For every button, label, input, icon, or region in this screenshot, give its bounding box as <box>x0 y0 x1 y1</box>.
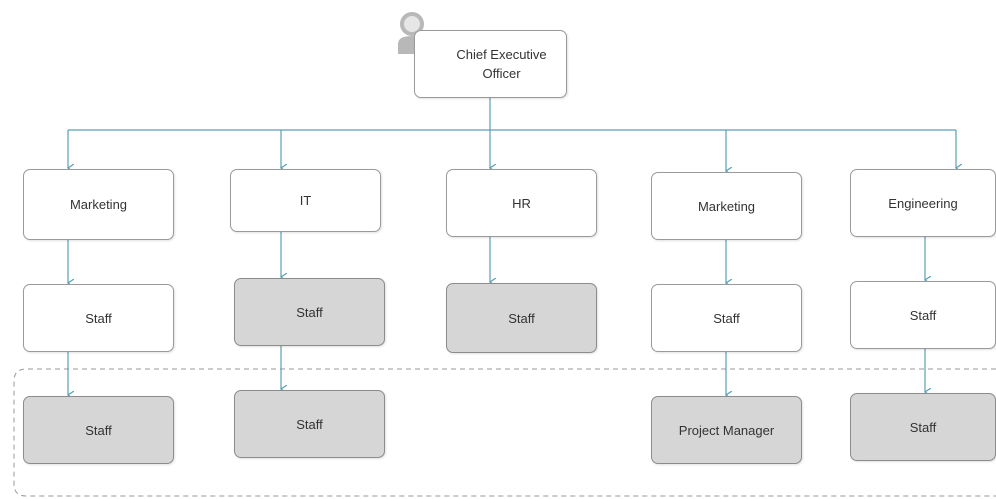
project-manager-label: Project Manager <box>678 422 775 438</box>
staff-label: Staff <box>296 416 323 432</box>
department-label: IT <box>299 193 312 208</box>
staff-label: Staff <box>85 422 112 438</box>
staff-node-shaded[interactable]: Staff <box>850 393 996 461</box>
department-node-hr[interactable]: HR <box>446 169 597 237</box>
staff-label: Staff <box>508 310 535 326</box>
staff-node-shaded[interactable]: Staff <box>446 283 597 353</box>
department-label: Marketing <box>69 197 128 212</box>
department-node-marketing[interactable]: Marketing <box>23 169 174 240</box>
staff-label: Staff <box>85 310 112 326</box>
staff-node-shaded[interactable]: Staff <box>234 390 385 458</box>
staff-label: Staff <box>713 310 740 326</box>
project-manager-node[interactable]: Project Manager <box>651 396 802 464</box>
department-label: HR <box>512 195 531 211</box>
staff-node[interactable]: Staff <box>651 284 802 352</box>
department-label: Marketing <box>697 198 756 214</box>
department-node-engineering[interactable]: Engineering <box>850 169 996 237</box>
department-node-marketing-2[interactable]: Marketing <box>651 172 802 240</box>
bottom-tier-group-outline <box>13 368 996 497</box>
staff-node[interactable]: Staff <box>23 284 174 352</box>
staff-label: Staff <box>909 307 937 323</box>
department-label: Engineering <box>888 195 958 211</box>
department-node-it[interactable]: IT <box>230 169 381 232</box>
ceo-node[interactable]: Chief Executive Officer <box>414 30 567 98</box>
staff-node[interactable]: Staff <box>850 281 996 349</box>
staff-label: Staff <box>296 304 323 320</box>
staff-node-shaded[interactable]: Staff <box>23 396 174 464</box>
staff-node-shaded[interactable]: Staff <box>234 278 385 346</box>
staff-label: Staff <box>909 419 937 435</box>
ceo-title: Chief Executive Officer <box>456 46 547 82</box>
